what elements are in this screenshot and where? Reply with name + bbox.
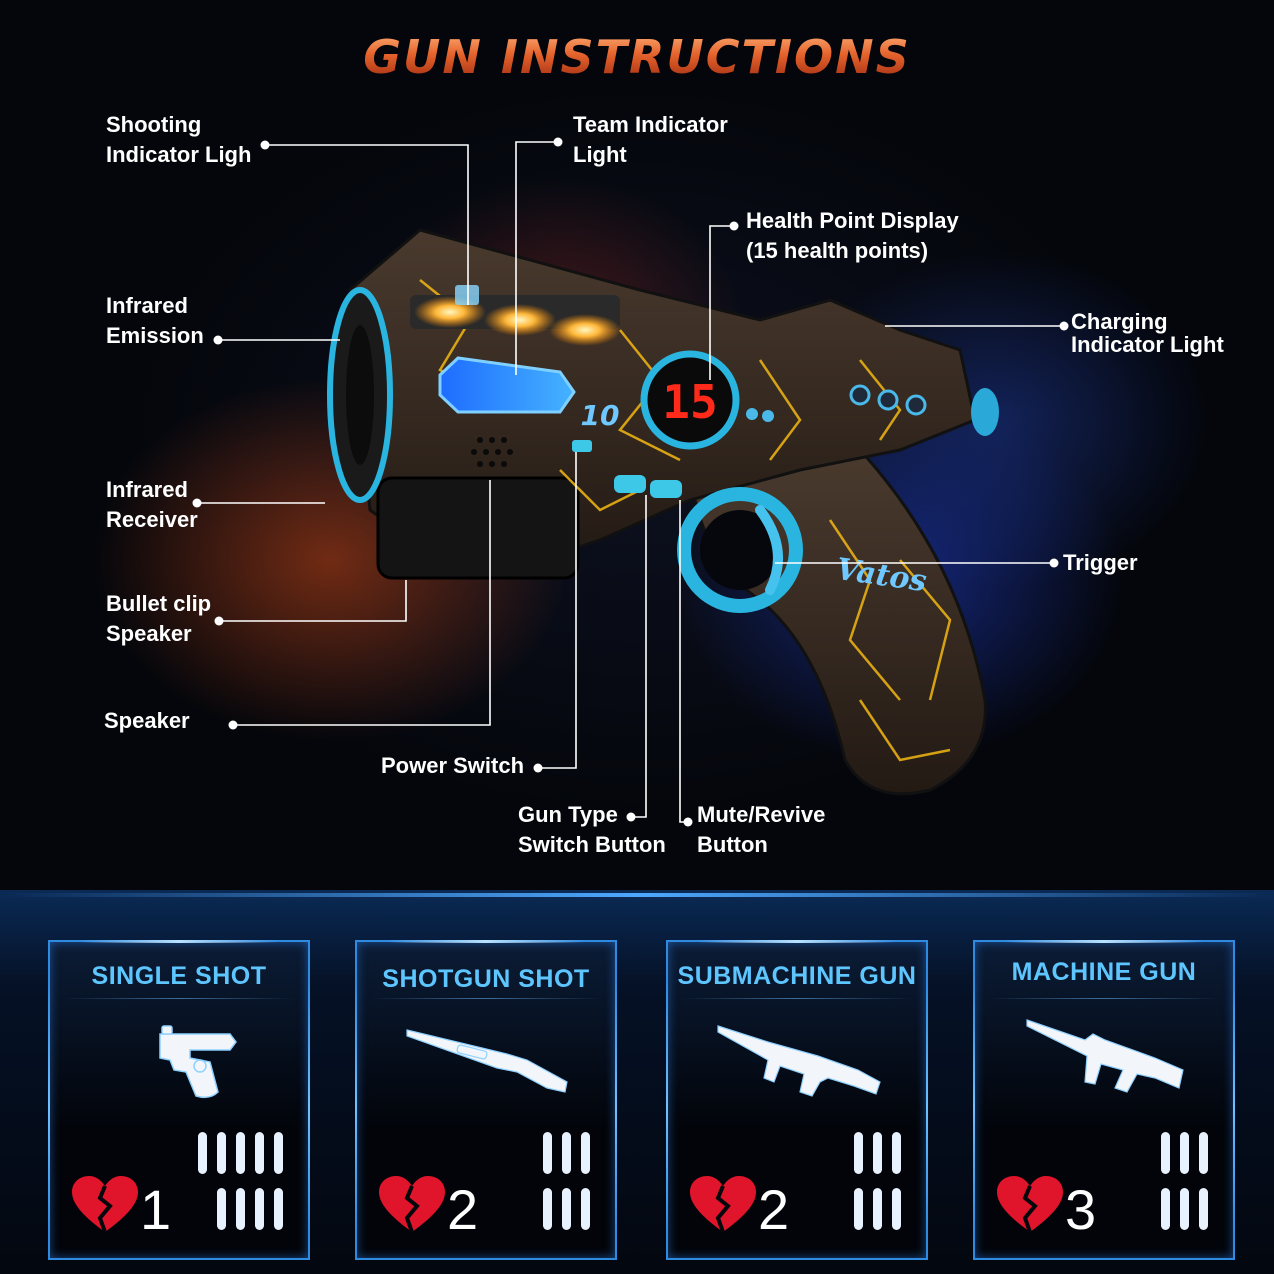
lives-count: 3 bbox=[1065, 1178, 1097, 1241]
mute-revive-button bbox=[650, 480, 682, 498]
broken-heart-icon bbox=[379, 1176, 445, 1233]
trigger-guard bbox=[677, 487, 803, 613]
broken-heart-icon bbox=[997, 1176, 1063, 1233]
power-switch bbox=[572, 440, 592, 452]
rear-cap bbox=[971, 388, 999, 436]
mode-card-machine-gun: MACHINE GUN 3 bbox=[973, 940, 1235, 1260]
speaker-grille bbox=[471, 437, 513, 467]
trigger bbox=[755, 505, 783, 595]
ammo-icon bbox=[198, 1132, 283, 1230]
section-divider-glow bbox=[0, 893, 1274, 897]
bullet-clip bbox=[376, 476, 580, 580]
label-speaker: Speaker bbox=[104, 708, 190, 733]
submachine-gun-icon bbox=[717, 1025, 881, 1097]
label-team-indicator-light: Team Indicator Light bbox=[573, 112, 728, 167]
label-shooting-indicator-light: Shooting Indicator Ligh bbox=[106, 112, 252, 167]
label-power-switch: Power Switch bbox=[381, 753, 525, 778]
mode-card-single-shot: SINGLE SHOT 1 bbox=[48, 940, 310, 1260]
broken-heart-icon bbox=[72, 1176, 138, 1233]
gun-grip bbox=[688, 448, 987, 796]
health-display-value: 15 bbox=[662, 375, 717, 429]
laser-tag-gun-illustration: 10 15 Vatos bbox=[192, 137, 1069, 827]
ammo-icon bbox=[543, 1132, 590, 1230]
machine-gun-icon bbox=[1026, 1019, 1184, 1093]
page-title: GUN INSTRUCTIONS bbox=[0, 30, 1274, 84]
team-indicator-light bbox=[438, 356, 576, 414]
lives-count: 2 bbox=[447, 1178, 479, 1241]
health-display bbox=[640, 350, 740, 450]
label-infrared-emission: Infrared Emission bbox=[106, 293, 204, 348]
mode-title: MACHINE GUN bbox=[1011, 958, 1197, 986]
side-number: 10 bbox=[581, 399, 620, 432]
charging-indicator-light bbox=[849, 384, 871, 406]
mode-card-submachine-gun: SUBMACHINE GUN 2 bbox=[666, 940, 928, 1260]
label-health-point-display: Health Point Display (15 health points) bbox=[746, 208, 959, 263]
label-trigger: Trigger bbox=[1063, 550, 1138, 575]
label-bullet-clip-speaker: Bullet clip Speaker bbox=[106, 591, 212, 646]
mode-title: SHOTGUN SHOT bbox=[382, 965, 590, 993]
revolver-icon bbox=[159, 1025, 237, 1099]
label-mute-revive-button: Mute/Revive Button bbox=[697, 802, 826, 857]
label-gun-type-switch-button: Gun Type Switch Button bbox=[518, 802, 666, 857]
mode-title: SINGLE SHOT bbox=[91, 962, 267, 990]
label-infrared-receiver: Infrared Receiver bbox=[106, 477, 198, 532]
lives-count: 2 bbox=[758, 1178, 790, 1241]
label-charging-indicator-light: Charging Indicator Light bbox=[1071, 309, 1224, 357]
mode-title: SUBMACHINE GUN bbox=[677, 962, 917, 990]
ammo-icon bbox=[1161, 1132, 1208, 1230]
ammo-icon bbox=[854, 1132, 901, 1230]
broken-heart-icon bbox=[690, 1176, 756, 1233]
gun-type-switch-button bbox=[614, 475, 646, 493]
mode-card-shotgun-shot: SHOTGUN SHOT 2 bbox=[355, 940, 617, 1260]
lives-count: 1 bbox=[140, 1178, 172, 1241]
shotgun-icon bbox=[406, 1029, 568, 1093]
